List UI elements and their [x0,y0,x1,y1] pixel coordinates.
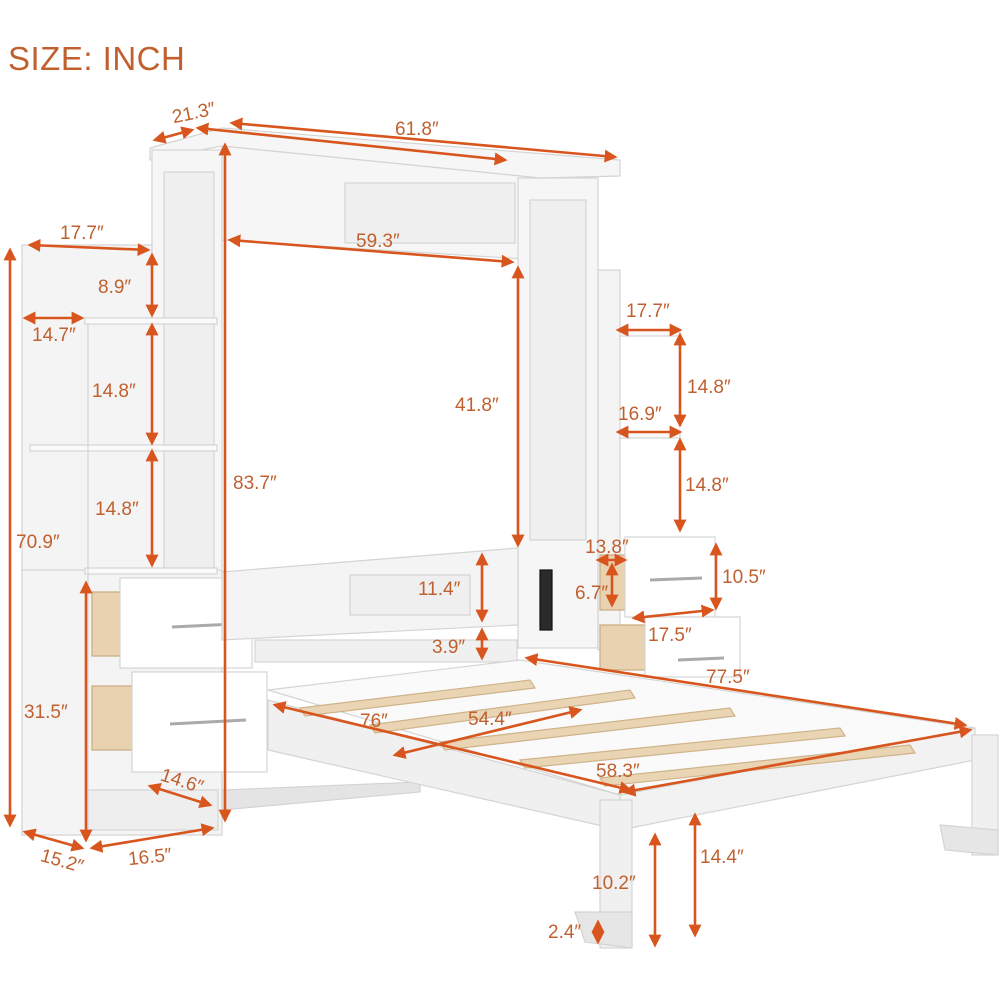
dim-drawer-inner-height: 6.7″ [575,583,609,604]
dim-left-top-shelf: 8.9″ [98,277,132,298]
dim-right-shelf-2: 14.8″ [685,475,729,496]
dim-right-shelf-1: 14.8″ [687,377,731,398]
dim-left-cabinet-height: 70.9″ [16,532,60,553]
dim-inner-width: 59.3″ [356,231,400,252]
dim-left-shelf-depth: 14.7″ [32,325,76,346]
dim-left-shelf-1: 14.8″ [92,381,136,402]
dim-right-shelf-depth: 16.9″ [618,404,662,425]
dim-leg-height: 10.2″ [592,873,636,894]
dim-inner-height: 41.8″ [455,395,499,416]
dim-mattress-width: 54.4″ [468,709,512,730]
dim-left-cabinet-width: 17.7″ [60,223,104,244]
dim-right-cabinet-width: 17.7″ [626,301,670,322]
center-frame [149,127,621,821]
dim-drawer-depth: 13.8″ [585,537,629,558]
dim-drawer-width: 17.5″ [648,625,692,646]
dim-foot-height: 2.4″ [548,922,582,943]
dimension-arrows [3,117,973,948]
dim-left-shelf-2: 14.8″ [95,499,139,520]
headboard [221,547,519,663]
units-title: SIZE: INCH [8,40,186,77]
dim-left-base-width: 16.5″ [127,844,173,871]
dim-drawer-height: 10.5″ [722,567,766,588]
dim-bed-height: 14.4″ [700,847,744,868]
dim-bed-length: 77.5″ [706,667,750,688]
dim-total-height: 83.7″ [233,473,277,494]
dim-bed-width: 58.3″ [596,761,640,782]
dim-headboard-height: 11.4″ [418,579,461,600]
dim-mattress-length: 76″ [360,711,388,732]
dim-frame-width: 61.8″ [395,119,439,140]
dim-left-drawer-section: 31.5″ [24,702,68,723]
dim-headboard-gap: 3.9″ [432,637,466,658]
bed-platform [221,659,999,949]
